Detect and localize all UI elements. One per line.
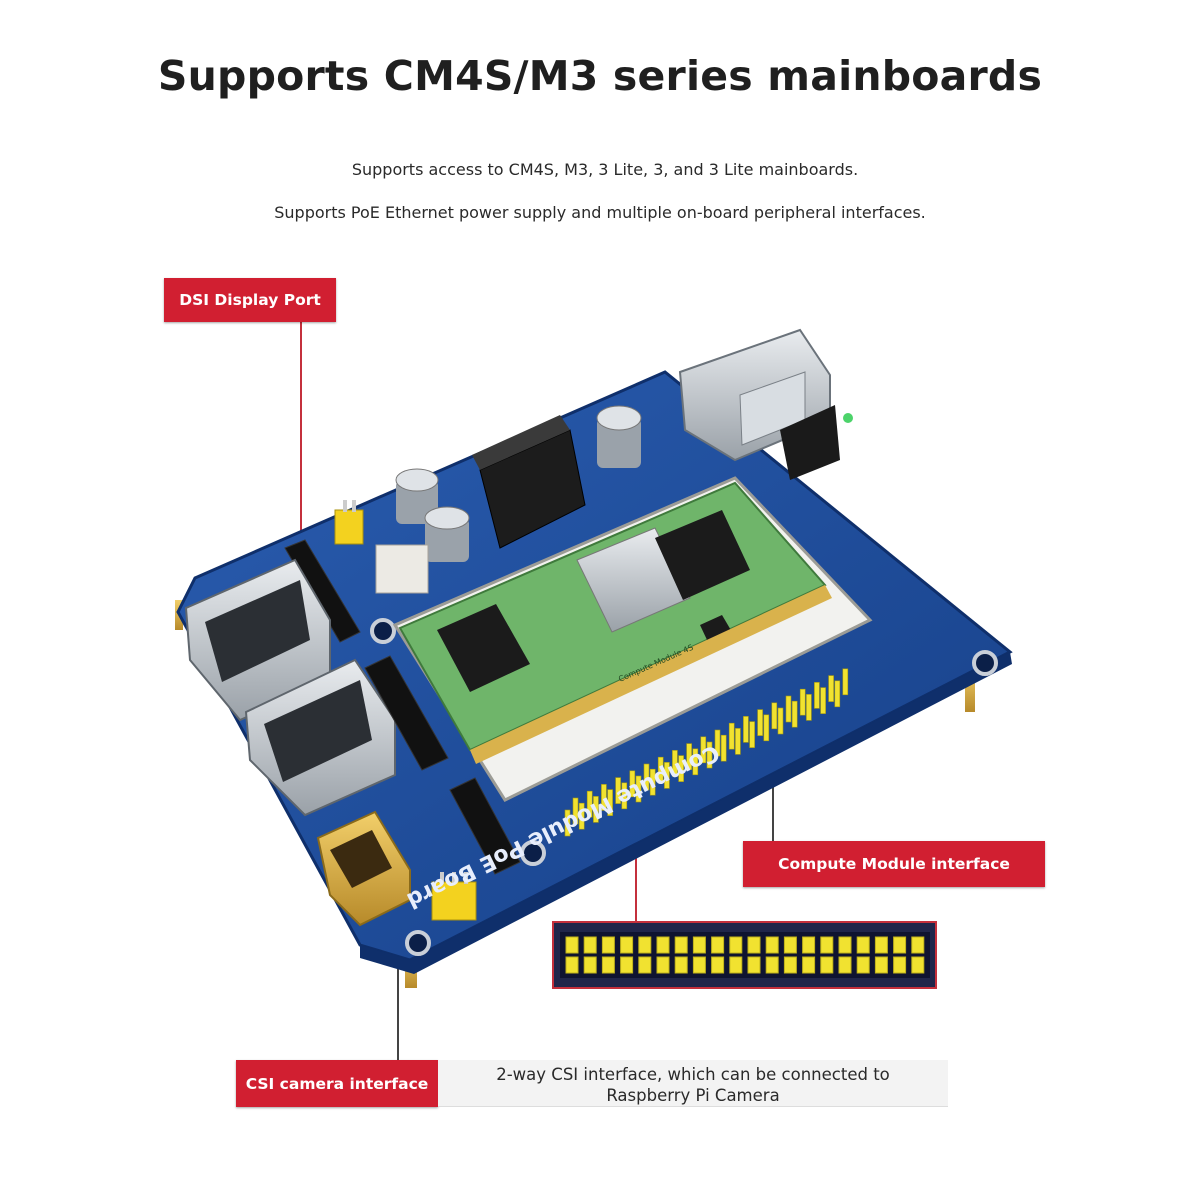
compute-module-interface-tag: Compute Module interface: [743, 841, 1045, 887]
mount-hole: [370, 618, 396, 644]
csi-description: 2-way CSI interface, which can be connec…: [438, 1060, 948, 1107]
usb-port: [244, 658, 396, 817]
csi-connector-1: [364, 655, 449, 771]
usb-port: [184, 558, 331, 722]
csi-description-line-1: 2-way CSI interface, which can be connec…: [496, 1065, 890, 1084]
emmc-chip: [655, 510, 750, 600]
gpio-header-on-board: [564, 668, 849, 837]
jumper: [431, 872, 477, 921]
page-title: Supports CM4S/M3 series mainboards: [157, 52, 1043, 100]
standoff: [965, 668, 975, 712]
cpu-shield: [576, 527, 691, 633]
csi-camera-interface-tag: CSI camera interface: [236, 1060, 438, 1107]
gpio-header-inset: [552, 921, 937, 989]
rj45-latch: [780, 405, 840, 480]
csi-description-line-2: Raspberry Pi Camera: [606, 1086, 780, 1105]
subtitle-line-2: Supports PoE Ethernet power supply and m…: [274, 203, 926, 222]
capacitor: [596, 405, 642, 468]
ram-chip: [437, 604, 530, 692]
subtitle-line-1: Supports access to CM4S, M3, 3 Lite, 3, …: [351, 160, 859, 179]
mount-hole: [405, 930, 431, 956]
hdmi-port: [316, 810, 411, 927]
dsi-display-port-tag: DSI Display Port: [164, 278, 336, 322]
capacitor: [424, 506, 470, 562]
jumper: [334, 500, 364, 545]
poe-transformer: [479, 429, 586, 549]
fan-connector: [375, 544, 429, 594]
mount-hole: [520, 840, 546, 866]
csi-connector-2: [449, 777, 521, 875]
mount-hole: [972, 650, 998, 676]
